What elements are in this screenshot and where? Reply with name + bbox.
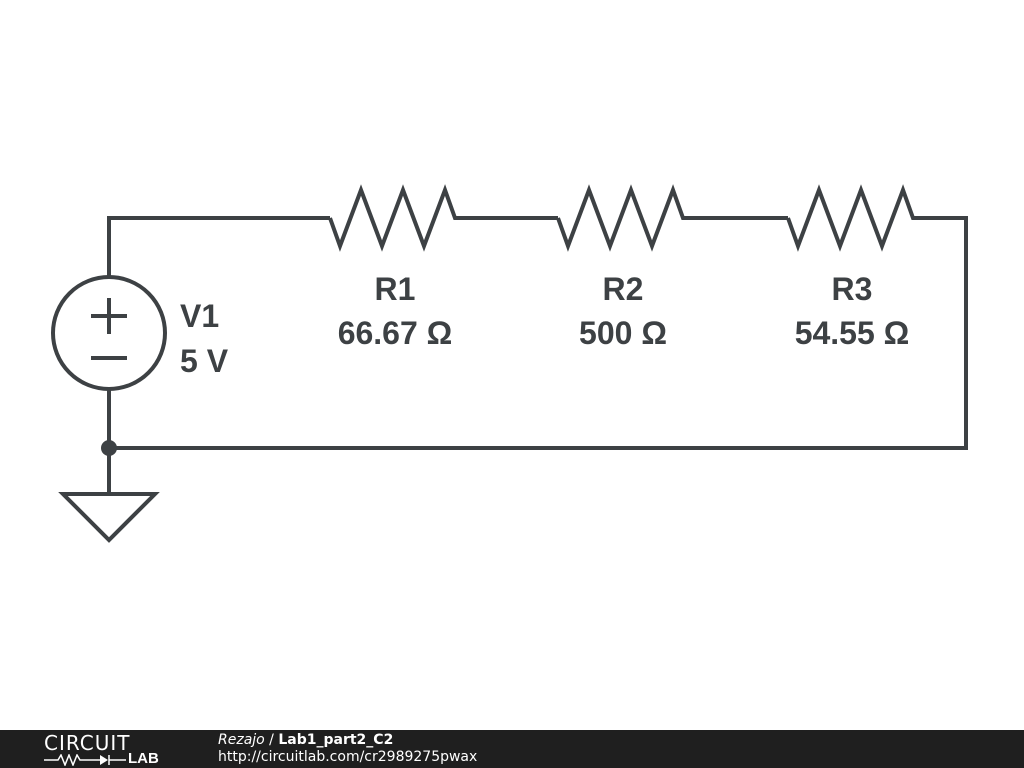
r3-name-label: R3	[832, 271, 873, 307]
circuit-title[interactable]: Lab1_part2_C2	[278, 732, 394, 748]
footer-bar: CIRCUIT LAB Rezajo / Lab1_part2_C2 http:…	[0, 730, 1024, 768]
logo-resistor-diode-icon	[44, 754, 126, 766]
circuit-schematic: V1 5 V R1 66.67 Ω R2 500 Ω R3 54.55 Ω	[51, 184, 968, 543]
r2-value-label: 500 Ω	[579, 315, 667, 351]
logo-wordmark-bottom: LAB	[128, 750, 159, 767]
title-separator: /	[264, 732, 279, 748]
resistor-r3-symbol	[786, 184, 918, 252]
junction-dot	[101, 440, 117, 456]
resistor-r2-symbol	[556, 184, 688, 252]
v1-value-label: 5 V	[180, 343, 229, 379]
circuit-url-link[interactable]: http://circuitlab.com/cr2989275pwax	[218, 749, 478, 765]
r2-name-label: R2	[603, 271, 644, 307]
v1-name-label: V1	[180, 298, 219, 334]
logo-wordmark-top: CIRCUIT	[44, 731, 131, 755]
footer-info: Rezajo / Lab1_part2_C2 http://circuitlab…	[218, 732, 477, 766]
circuitlab-logo[interactable]: CIRCUIT LAB	[44, 733, 176, 767]
wire-right	[109, 216, 968, 450]
resistor-r1-symbol	[328, 184, 460, 252]
author-name[interactable]: Rezajo	[218, 732, 265, 748]
ground-symbol	[58, 492, 160, 543]
wire-top-left	[107, 216, 330, 278]
r3-value-label: 54.55 Ω	[795, 315, 910, 351]
r1-name-label: R1	[375, 271, 416, 307]
r1-value-label: 66.67 Ω	[338, 315, 453, 351]
